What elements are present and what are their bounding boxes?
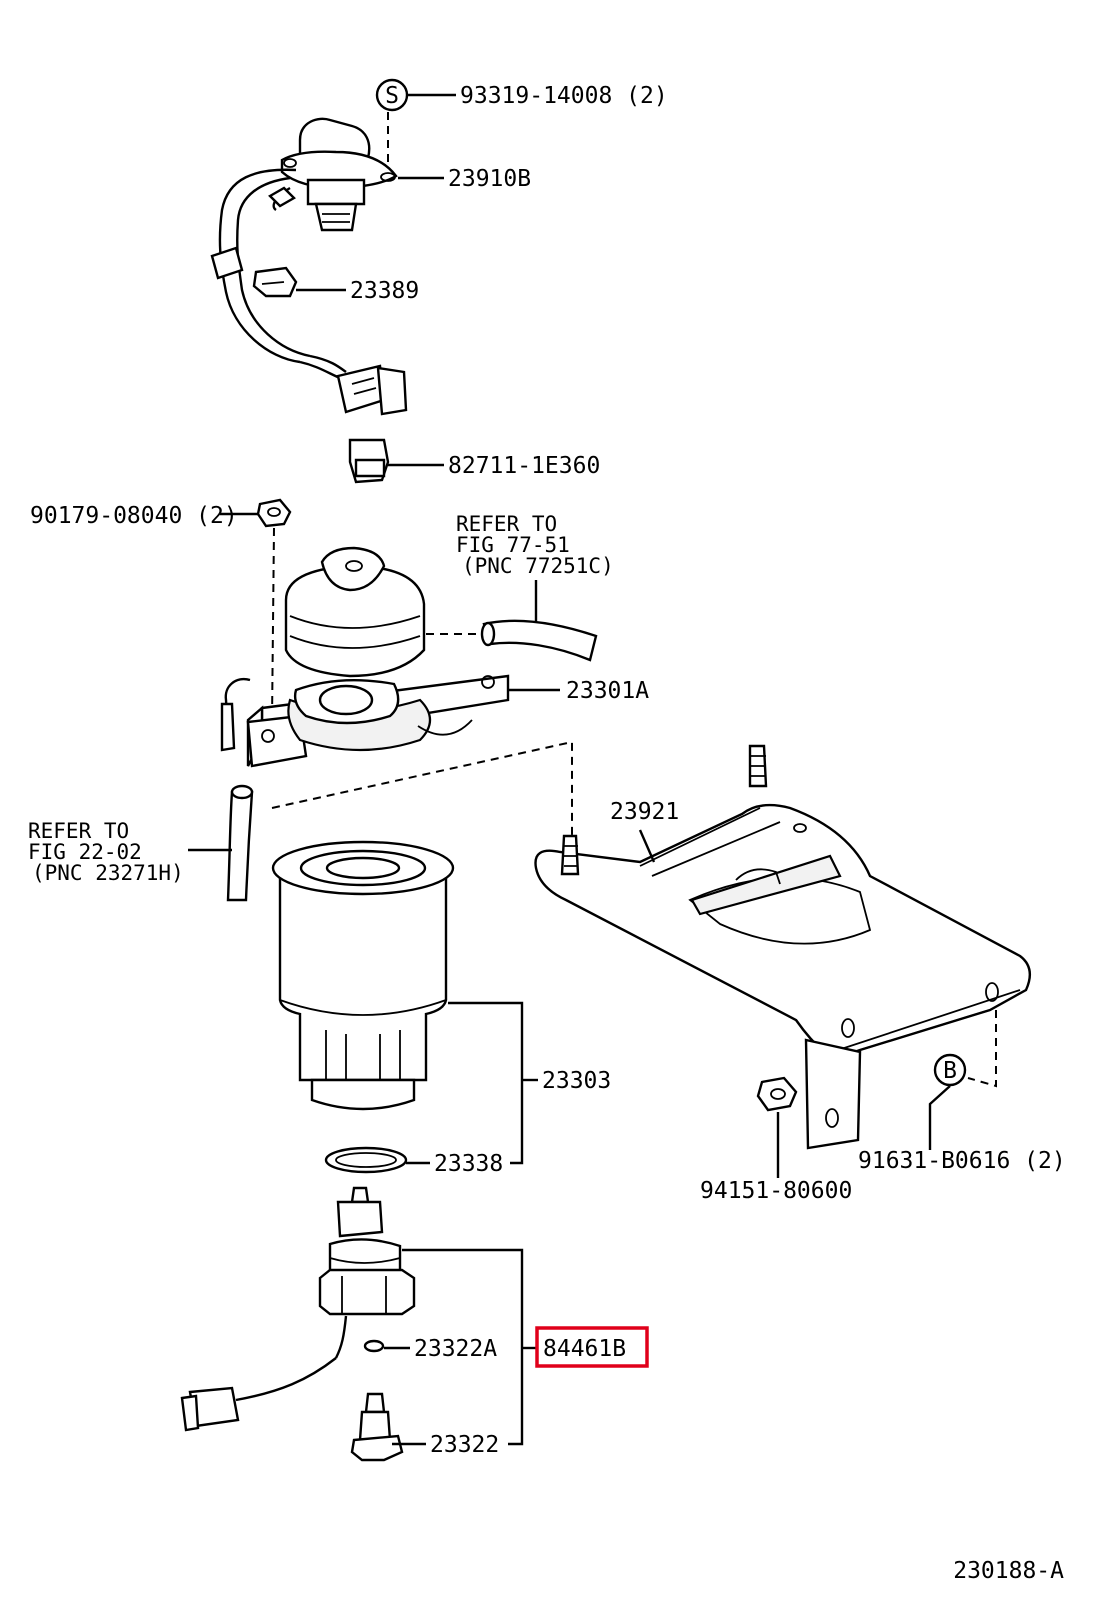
- diagram-id: 230188-A: [953, 1558, 1064, 1584]
- part-gasket-23338[interactable]: [324, 1146, 408, 1174]
- leader-lines: [220, 93, 951, 1446]
- ref-fig22-line2: FIG 22-02: [28, 840, 142, 864]
- callout-84461B[interactable]: 84461B: [543, 1336, 626, 1362]
- ref-fig22-line3: (PNC 23271H): [32, 861, 184, 885]
- part-grommet-82711[interactable]: [348, 438, 390, 484]
- part-bracket-23921[interactable]: [534, 803, 1032, 1150]
- callout-23389[interactable]: 23389: [350, 278, 419, 304]
- part-sensor-23910B[interactable]: [280, 117, 398, 232]
- bracket-stud-right: [748, 744, 768, 788]
- callout-23910B[interactable]: 23910B: [448, 166, 531, 192]
- callout-23338[interactable]: 23338: [434, 1151, 503, 1177]
- callout-23921[interactable]: 23921: [610, 799, 679, 825]
- part-oring-23322A[interactable]: [363, 1339, 385, 1353]
- callout-91631[interactable]: 91631-B0616 (2): [858, 1148, 1066, 1174]
- marker-b: B: [933, 1053, 967, 1087]
- marker-b-text: B: [943, 1058, 957, 1084]
- ref-hose-left: [226, 784, 254, 902]
- callout-82711[interactable]: 82711-1E360: [448, 453, 600, 479]
- callout-94151[interactable]: 94151-80600: [700, 1178, 852, 1204]
- part-clamp-23389[interactable]: [252, 266, 298, 298]
- mount-dash-outline: [271, 740, 573, 842]
- leader-b-dash: [967, 1010, 997, 1088]
- leader-nut-dash: [271, 527, 275, 721]
- marker-s: S: [375, 78, 409, 112]
- ref-fig77-line2: FIG 77-51: [456, 533, 570, 557]
- callout-23322A[interactable]: 23322A: [414, 1336, 497, 1362]
- part-filter-head-23301A[interactable]: [220, 546, 510, 768]
- part-water-sensor-84461B[interactable]: [180, 1186, 416, 1432]
- ref-fig77-line1: REFER TO: [456, 512, 557, 536]
- marker-s-text: S: [385, 83, 399, 109]
- part-nut-90179[interactable]: [256, 498, 292, 528]
- part-fuel-filter-23303[interactable]: [271, 840, 455, 1111]
- callout-90179[interactable]: 90179-08040 (2): [30, 503, 238, 529]
- ref-fig22-line1: REFER TO: [28, 819, 129, 843]
- callout-93319[interactable]: 93319-14008 (2): [460, 83, 668, 109]
- callout-84461B-highlight[interactable]: 84461B: [535, 1326, 649, 1368]
- ref-note-fig22: REFER TO FIG 22-02 (PNC 23271H): [28, 819, 184, 885]
- part-nut-94151[interactable]: [756, 1076, 798, 1112]
- sensor-harness: [210, 168, 408, 416]
- callout-23322[interactable]: 23322: [430, 1432, 499, 1458]
- ref-hose-right: [480, 619, 598, 662]
- bracket-stud-left: [560, 834, 580, 876]
- callout-23303[interactable]: 23303: [542, 1068, 611, 1094]
- ref-note-fig77: REFER TO FIG 77-51 (PNC 77251C): [456, 512, 614, 578]
- highlight-box: [535, 1326, 649, 1368]
- part-plug-23322[interactable]: [350, 1392, 404, 1462]
- callout-23301A[interactable]: 23301A: [566, 678, 649, 704]
- ref-fig77-line3: (PNC 77251C): [462, 554, 614, 578]
